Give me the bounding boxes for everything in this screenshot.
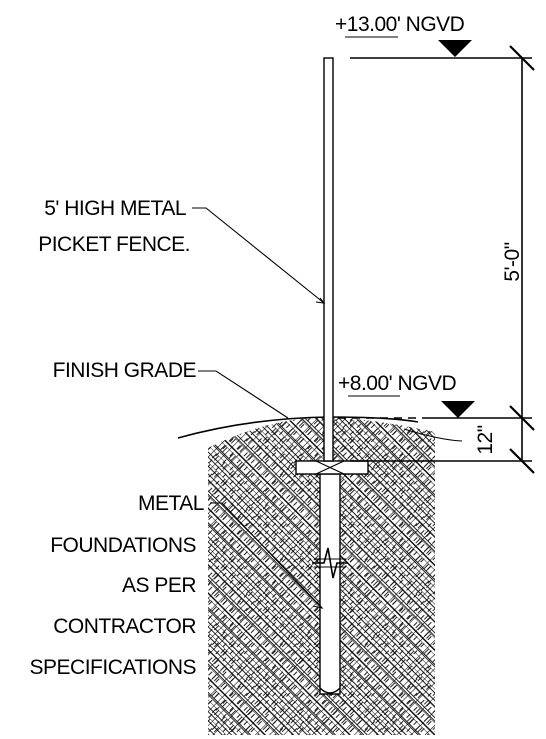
svg-text:AS PER: AS PER <box>122 574 196 597</box>
fence-height-dimension-text: 5'-0" <box>501 242 524 281</box>
leader-lines <box>192 207 463 609</box>
grade-elevation-label: +8.00' NGVD <box>338 372 456 395</box>
svg-text:METAL: METAL <box>138 492 204 515</box>
svg-text:PICKET FENCE.: PICKET FENCE. <box>38 233 190 256</box>
svg-text:SPECIFICATIONS: SPECIFICATIONS <box>30 656 197 679</box>
finish-grade-note: FINISH GRADE <box>53 359 197 382</box>
fence-height-dimension <box>509 45 535 474</box>
svg-text:5' HIGH METAL: 5' HIGH METAL <box>44 197 186 220</box>
dimension-text-mask <box>458 418 503 458</box>
break-symbol <box>312 547 348 579</box>
svg-text:FOUNDATIONS: FOUNDATIONS <box>50 534 196 557</box>
grade-elevation-marker <box>441 401 475 418</box>
embed-depth-dimension-text: 12" <box>474 425 497 454</box>
foundation-note: METAL FOUNDATIONS AS PER CONTRACTOR SPEC… <box>30 492 205 679</box>
metal-foundation-post <box>312 473 348 695</box>
top-elevation-label: +13.00' NGVD <box>335 13 465 36</box>
svg-text:CONTRACTOR: CONTRACTOR <box>53 615 196 638</box>
fence-picket <box>323 57 334 462</box>
top-elevation-marker <box>438 40 472 57</box>
fence-note: 5' HIGH METAL PICKET FENCE. <box>38 197 190 256</box>
foundation-cap-plate <box>295 460 369 475</box>
